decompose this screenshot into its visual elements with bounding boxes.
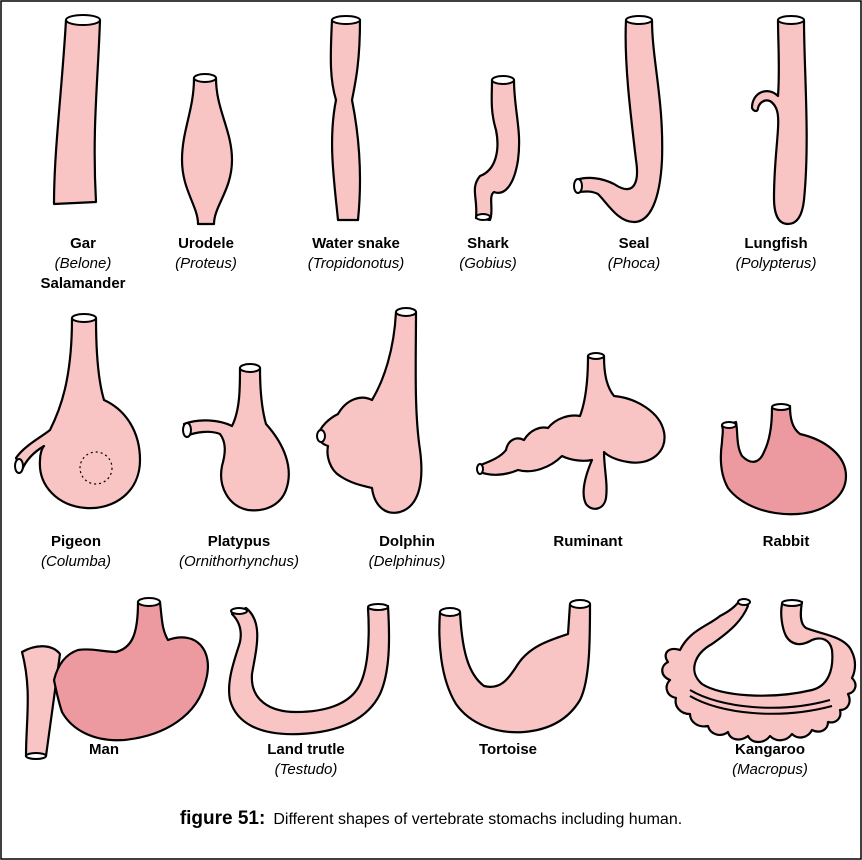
man-stomach (22, 598, 208, 759)
land-turtle-scientific: (Testudo) (216, 760, 396, 780)
label-ruminant: Ruminant (498, 532, 678, 552)
ruminant-name: Ruminant (498, 532, 678, 552)
dolphin-stomach (317, 308, 421, 513)
pigeon-scientific: (Columba) (0, 552, 166, 572)
label-pigeon: Pigeon (Columba) (0, 532, 166, 572)
land-turtle-name: Land trutle (216, 740, 396, 760)
rabbit-stomach (721, 404, 846, 514)
kangaroo-scientific: (Macropus) (680, 760, 860, 780)
pigeon-name: Pigeon (0, 532, 166, 552)
lungfish-name: Lungfish (686, 234, 862, 254)
lungfish-stomach (752, 16, 807, 224)
gar-stomach (54, 15, 100, 204)
caption-figure-label: figure 51: (180, 808, 266, 829)
ruminant-stomach (477, 353, 665, 509)
urodele-stomach (182, 74, 232, 224)
figure-caption: figure 51: Different shapes of vertebrate… (0, 808, 862, 830)
tortoise-name: Tortoise (418, 740, 598, 760)
pigeon-stomach (15, 314, 140, 508)
seal-stomach (574, 16, 662, 222)
gar-extra: Salamander (0, 274, 173, 294)
tortoise-stomach (439, 600, 590, 732)
label-tortoise: Tortoise (418, 740, 598, 760)
label-kangaroo: Kangaroo (Macropus) (680, 740, 860, 780)
platypus-scientific: (Ornithorhynchus) (149, 552, 329, 572)
label-land-turtle: Land trutle (Testudo) (216, 740, 396, 780)
dolphin-name: Dolphin (317, 532, 497, 552)
shark-stomach (475, 76, 519, 220)
water-snake-stomach (331, 16, 360, 220)
label-man: Man (14, 740, 194, 760)
label-platypus: Platypus (Ornithorhynchus) (149, 532, 329, 572)
lungfish-scientific: (Polypterus) (686, 254, 862, 274)
platypus-name: Platypus (149, 532, 329, 552)
label-dolphin: Dolphin (Delphinus) (317, 532, 497, 572)
rabbit-name: Rabbit (696, 532, 862, 552)
platypus-stomach (183, 364, 289, 510)
label-rabbit: Rabbit (696, 532, 862, 552)
dolphin-scientific: (Delphinus) (317, 552, 497, 572)
caption-text: Different shapes of vertebrate stomachs … (273, 811, 682, 828)
land-turtle-stomach (229, 604, 389, 734)
man-name: Man (14, 740, 194, 760)
label-lungfish: Lungfish (Polypterus) (686, 234, 862, 274)
kangaroo-name: Kangaroo (680, 740, 860, 760)
kangaroo-stomach (662, 599, 855, 742)
